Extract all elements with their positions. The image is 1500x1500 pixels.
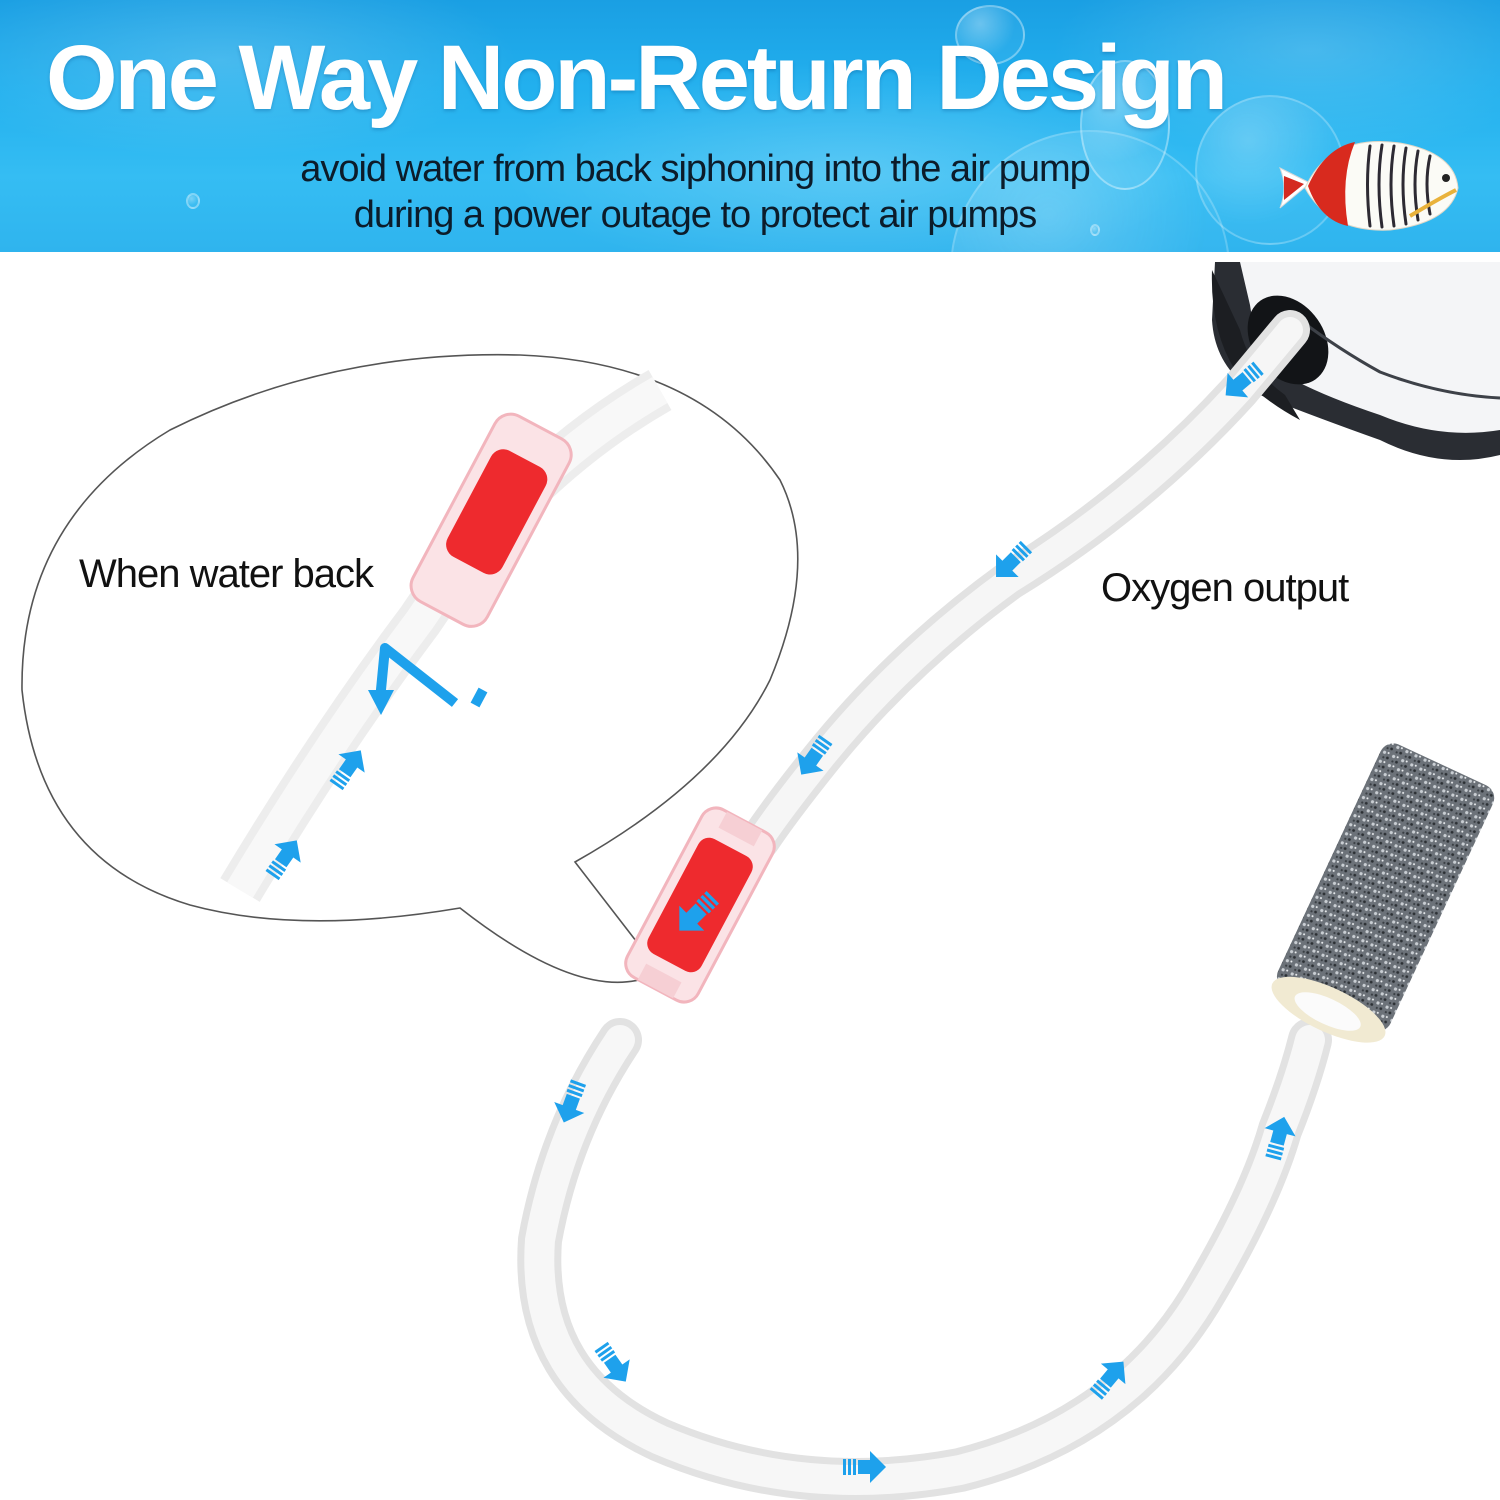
bubble-icon [955,5,1025,65]
air-stone [1271,743,1495,1043]
banner-subtitle-line1: avoid water from back siphoning into the… [300,148,1091,190]
callout-water-back-label: When water back [79,552,374,596]
diagram-scene [21,262,1500,1500]
oxygen-output-label: Oxygen output [1101,566,1349,610]
bubble-icon [186,193,200,209]
callout-valve-closeup [220,370,672,902]
banner-subtitle-line2: during a power outage to protect air pum… [353,194,1038,236]
bubble-icon [1090,224,1100,236]
bubble-icon [1080,60,1170,190]
banner-title: One Way Non-Return Design [46,27,1228,129]
header-banner: One Way Non-Return Design avoid water fr… [0,0,1500,252]
air-tube-lower [517,1018,1332,1500]
check-valve [624,806,776,1004]
tropical-fish-icon [1279,140,1459,231]
